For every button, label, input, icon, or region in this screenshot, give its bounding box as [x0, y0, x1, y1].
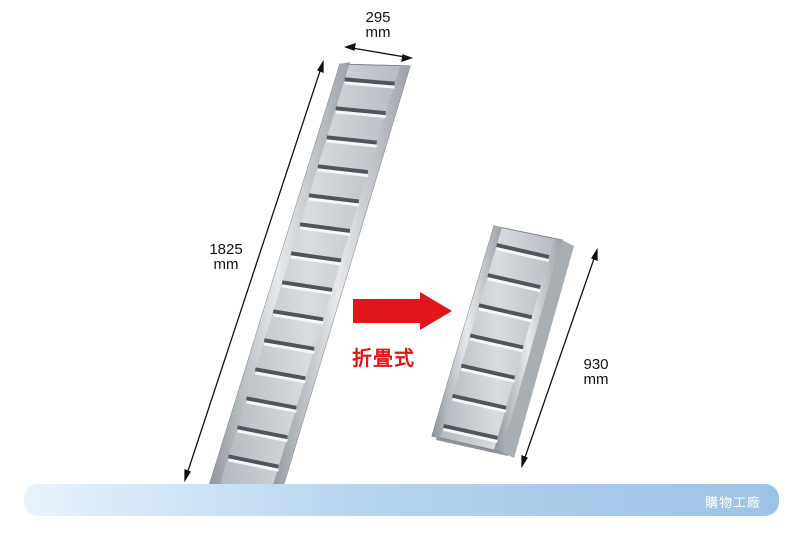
ramp-slat-highlight [460, 367, 515, 383]
ramp-slat-highlight [281, 284, 333, 295]
width-unit: mm [365, 24, 391, 41]
arrowhead-icon [401, 54, 413, 62]
length-dimension-line [184, 61, 324, 481]
ramp-slat-highlight [335, 110, 386, 119]
ramp-slat-highlight [344, 81, 395, 89]
ramp-slat [299, 222, 351, 233]
ramp-slat-highlight [308, 197, 360, 207]
arrowhead-icon [184, 469, 191, 483]
ramp-slat [263, 338, 315, 351]
extended-length-label: 1825 mm [196, 242, 256, 272]
ramp-slat-highlight [452, 397, 507, 413]
ramp-slat-highlight [487, 277, 541, 293]
ramp-slat-highlight [443, 427, 498, 443]
ramp-slat [326, 135, 377, 145]
ramp-slat-highlight [255, 371, 306, 384]
ramp-slat [344, 77, 395, 86]
folded-ramp [431, 225, 574, 458]
ramp-slat-highlight [272, 313, 324, 325]
ramp-slat [496, 243, 550, 260]
ramp-slat [281, 280, 333, 292]
folded-length-value: 930 [583, 356, 609, 373]
ramp-slat [308, 193, 360, 204]
ramp-slat [317, 164, 369, 175]
right-arrow-icon [353, 292, 452, 330]
ramp-slat [237, 425, 288, 440]
arrowhead-icon [591, 247, 598, 261]
ramp-slat-highlight [263, 342, 315, 354]
width-dimension-line [345, 46, 412, 59]
folded-dimension-line [521, 249, 598, 467]
ramp-slat-highlight [326, 139, 377, 148]
width-value: 295 [365, 9, 391, 26]
ramp-slat-highlight [496, 247, 550, 263]
ramp-slat [478, 303, 533, 320]
ramp-slat [335, 106, 386, 116]
extended-ramp [205, 62, 411, 511]
ramp-slat-highlight [290, 255, 342, 266]
arrowhead-icon [521, 455, 528, 469]
ramp-slat-highlight [469, 337, 524, 353]
brand-watermark: 購物工廠 [704, 496, 761, 511]
ramp-slat [469, 333, 524, 350]
ramp-slat [254, 367, 306, 381]
ramp-slat [246, 396, 297, 410]
ramp-slat-highlight [237, 429, 288, 443]
folded-length-label: 930 mm [566, 357, 626, 387]
foldable-type-label: 折畳式 [352, 346, 415, 370]
ramp-slat-highlight [299, 226, 351, 237]
ramp-slat [228, 454, 279, 469]
arrowhead-icon [317, 59, 324, 73]
ramp-slat [487, 273, 541, 290]
ramp-slat [460, 363, 516, 380]
ramp-slat-highlight [478, 307, 533, 323]
width-dimension-label: 295 mm [348, 10, 408, 40]
arrowhead-icon [344, 43, 356, 51]
ramp-slat [290, 251, 342, 263]
ramp-slat [443, 423, 498, 440]
ramp-slat-highlight [246, 400, 297, 413]
folded-length-unit: mm [583, 371, 609, 388]
ramp-slat [451, 393, 507, 410]
footer-banner: 購物工廠 [24, 484, 779, 516]
ramp-slat-highlight [317, 168, 369, 178]
ramp-slat [272, 309, 324, 322]
extended-length-unit: mm [213, 256, 239, 273]
extended-length-value: 1825 [209, 241, 243, 258]
ramp-slat-highlight [228, 458, 279, 472]
